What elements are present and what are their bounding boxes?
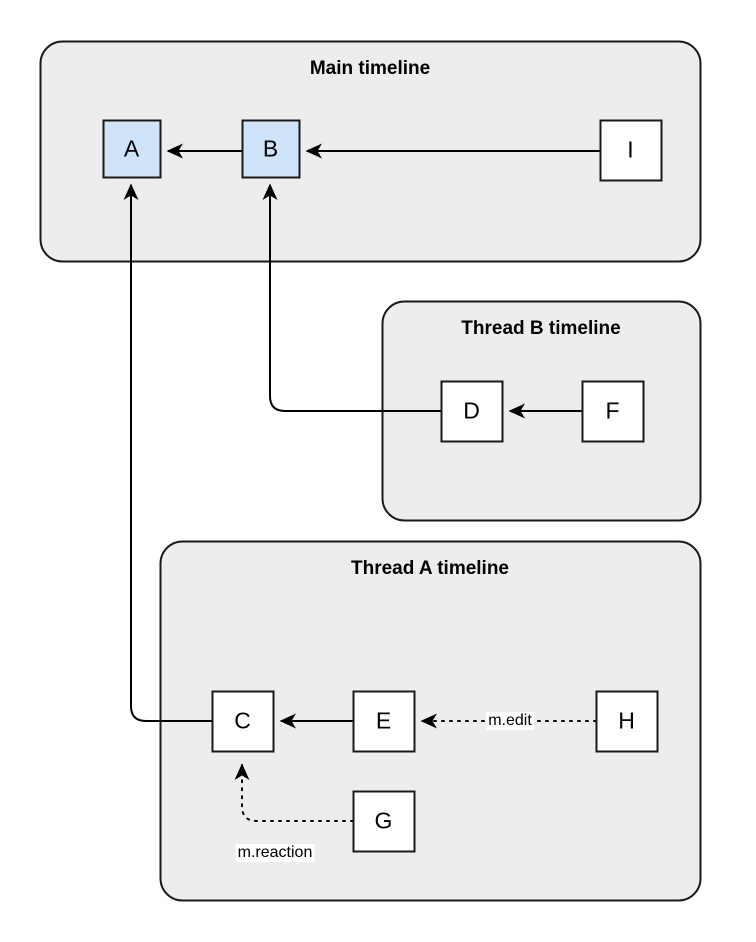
event-node-label-E: E xyxy=(375,707,392,734)
timeline-title-thread-b: Thread B timeline xyxy=(461,318,621,339)
event-node-C[interactable] xyxy=(211,690,275,753)
edge-D-to-B xyxy=(262,183,441,412)
event-node-D[interactable] xyxy=(440,380,504,443)
event-node-label-D: D xyxy=(463,397,480,424)
edge-shapes xyxy=(123,143,600,822)
event-node-I[interactable] xyxy=(599,119,663,182)
event-node-label-B: B xyxy=(262,135,279,161)
event-node-label-A: A xyxy=(123,135,140,161)
event-node-A[interactable] xyxy=(102,119,162,179)
event-node-label-G: G xyxy=(374,807,393,834)
event-node-label-F: F xyxy=(605,397,620,424)
event-node-E[interactable] xyxy=(352,690,416,753)
edge-label-m-edit: m.edit xyxy=(486,712,534,730)
event-node-label-C: C xyxy=(234,707,251,734)
timeline-title-main: Main timeline xyxy=(309,58,431,79)
edge-G-to-C xyxy=(234,763,354,822)
node-shapes xyxy=(102,119,663,853)
event-node-label-H: H xyxy=(618,707,635,734)
event-node-H[interactable] xyxy=(595,690,659,753)
timeline-title-thread-a: Thread A timeline xyxy=(350,558,510,579)
event-node-B[interactable] xyxy=(241,119,301,179)
edge-label-m-reaction: m.reaction xyxy=(235,844,315,862)
event-node-F[interactable] xyxy=(581,380,645,443)
event-node-label-I: I xyxy=(627,136,634,163)
event-node-G[interactable] xyxy=(352,790,416,853)
edge-C-to-A xyxy=(123,183,212,722)
